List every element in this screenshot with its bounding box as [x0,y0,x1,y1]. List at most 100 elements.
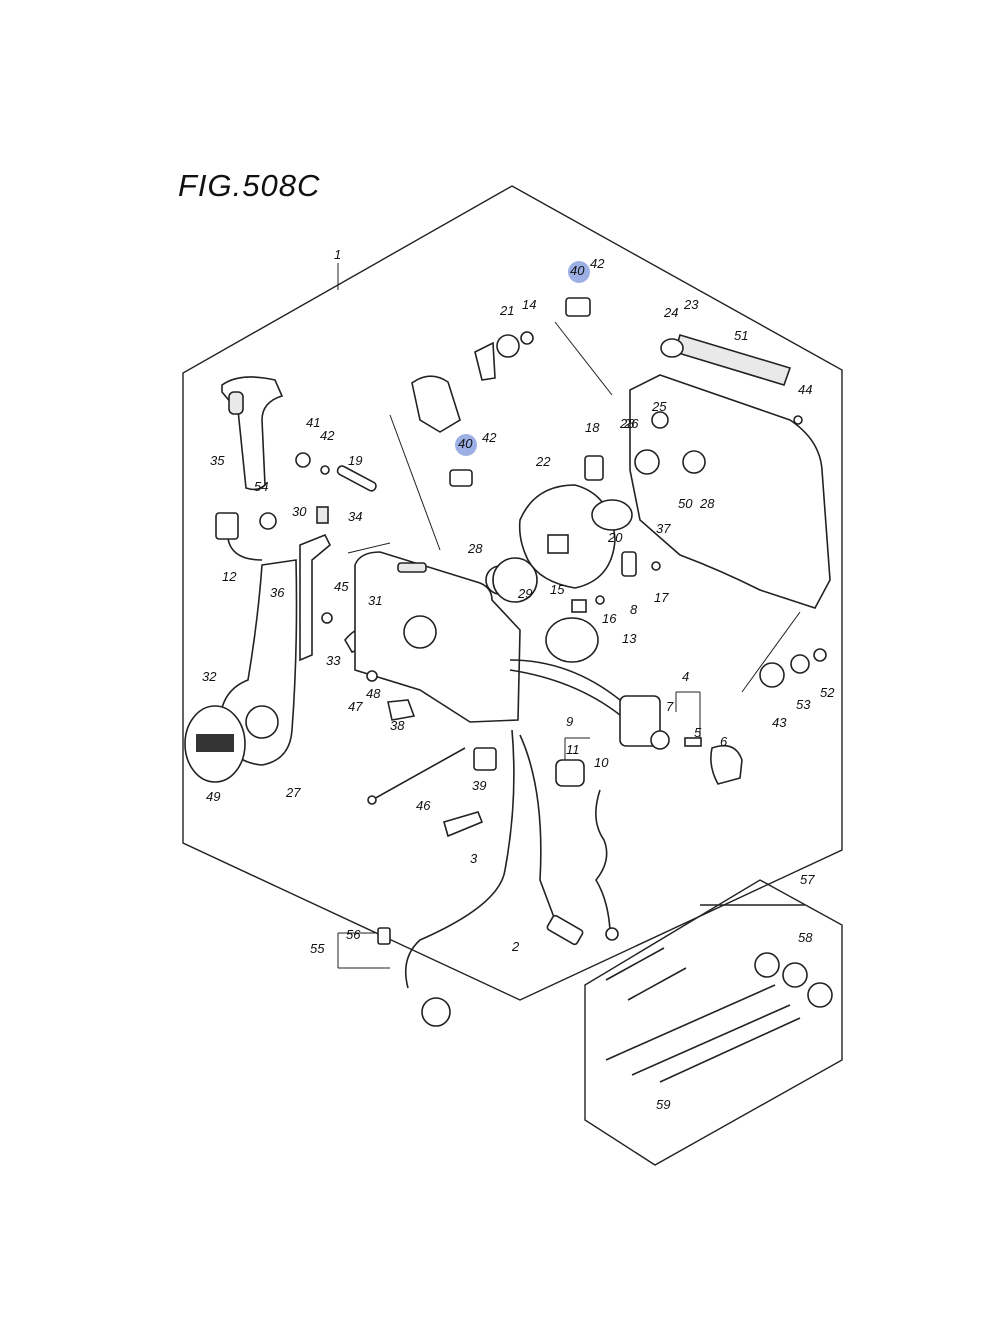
part-label-26: 26 [623,416,639,431]
bracket-40-top [565,297,591,317]
part-label-45: 45 [334,579,349,594]
block-39 [473,747,497,771]
washer-25 [651,411,669,429]
key-cap [710,744,743,785]
part-label-42b: 42 [320,428,335,443]
part-label-59: 59 [656,1097,670,1112]
washer-54 [259,512,277,530]
lever-bracket [299,533,331,662]
highlight-marker-40-mid [455,434,477,456]
link-3 [443,811,484,838]
part-label-48: 48 [366,686,381,701]
part-label-24: 24 [663,305,678,320]
part-label-50: 50 [678,496,693,511]
ignition-key [684,737,702,747]
housing-bore [403,615,437,649]
spacer-58b [782,962,808,988]
harness-plug [546,914,584,946]
spacer-58c [807,982,833,1008]
bushing-21 [496,334,520,358]
washer-41 [295,452,311,468]
part-label-38: 38 [390,718,405,733]
long-bolt [371,747,466,801]
part-label-2: 2 [511,939,520,954]
part-label-41: 41 [306,415,320,430]
bracket-40-mid [449,469,473,487]
part-label-34: 34 [348,509,362,524]
part-label-30: 30 [292,504,307,519]
part-label-28a: 28 [467,541,483,556]
part-label-39: 39 [472,778,486,793]
screw-17 [651,561,661,571]
part-label-29: 29 [517,586,532,601]
part-number-labels: 1234567891011121314151617181920212223242… [202,247,835,1112]
throttle-pin [474,341,496,381]
nut-16 [595,595,605,605]
kit-bolt-5 [659,1017,801,1083]
switch-8 [621,551,637,577]
washer-48 [366,670,378,682]
part-label-40b: 40 [458,436,473,451]
housing-badge [397,562,427,573]
part-label-13: 13 [622,631,637,646]
part-label-4: 4 [682,669,689,684]
part-label-31: 31 [368,593,382,608]
neutral-switch [215,512,239,540]
key-switch-face [650,730,670,750]
control-housing [354,551,521,723]
part-label-19: 19 [348,453,362,468]
part-label-3: 3 [470,851,478,866]
gear-26 [634,449,660,475]
nut-52 [813,648,827,662]
washer-29 [492,557,538,603]
assembly-frame [182,185,843,1001]
screw-44 [793,415,803,425]
pin-19 [336,465,377,492]
part-label-11: 11 [566,742,580,757]
part-label-51: 51 [734,328,748,343]
harness-2b [519,734,556,921]
accessory-box [584,879,843,1166]
part-label-8: 8 [630,602,638,617]
part-label-37: 37 [656,521,671,536]
part-label-28c: 28 [619,416,635,431]
switch-wire [227,538,263,561]
part-label-33: 33 [326,653,341,668]
harness-connector-55 [421,997,451,1027]
part-label-46: 46 [416,798,431,813]
long-bolt-head [367,795,377,805]
part-label-35: 35 [210,453,225,468]
part-label-9: 9 [566,714,573,729]
wire-bundle-b [509,669,621,716]
part-label-42a: 42 [590,256,605,271]
buzzer [545,617,599,663]
part-label-32: 32 [202,669,217,684]
spacer-58a [754,952,780,978]
part-label-12: 12 [222,569,237,584]
bracket-38 [387,699,416,721]
washer-28-right [682,450,706,474]
part-label-18: 18 [585,420,600,435]
leader-lines [337,263,801,969]
part-label-20: 20 [607,530,623,545]
control-lever-arm [219,559,298,766]
kit-bolt-4 [631,1004,791,1076]
part-label-56: 56 [346,927,361,942]
part-label-57: 57 [800,872,815,887]
highlight-marker-40-top [568,261,590,283]
part-label-1: 1 [334,247,341,262]
part-label-17: 17 [654,590,669,605]
spring-34 [316,506,329,524]
bushing-43 [759,662,785,688]
clip-15 [571,599,587,613]
clip-42 [320,465,330,475]
part-label-49: 49 [206,789,220,804]
gear-plate-hub [547,534,569,554]
stop-switch [555,759,585,787]
figure-title: FIG.508C [178,168,321,203]
part-label-5: 5 [694,725,702,740]
harness-2 [404,729,515,989]
lanyard-clip [605,927,619,941]
kit-bolt-3 [605,984,776,1061]
